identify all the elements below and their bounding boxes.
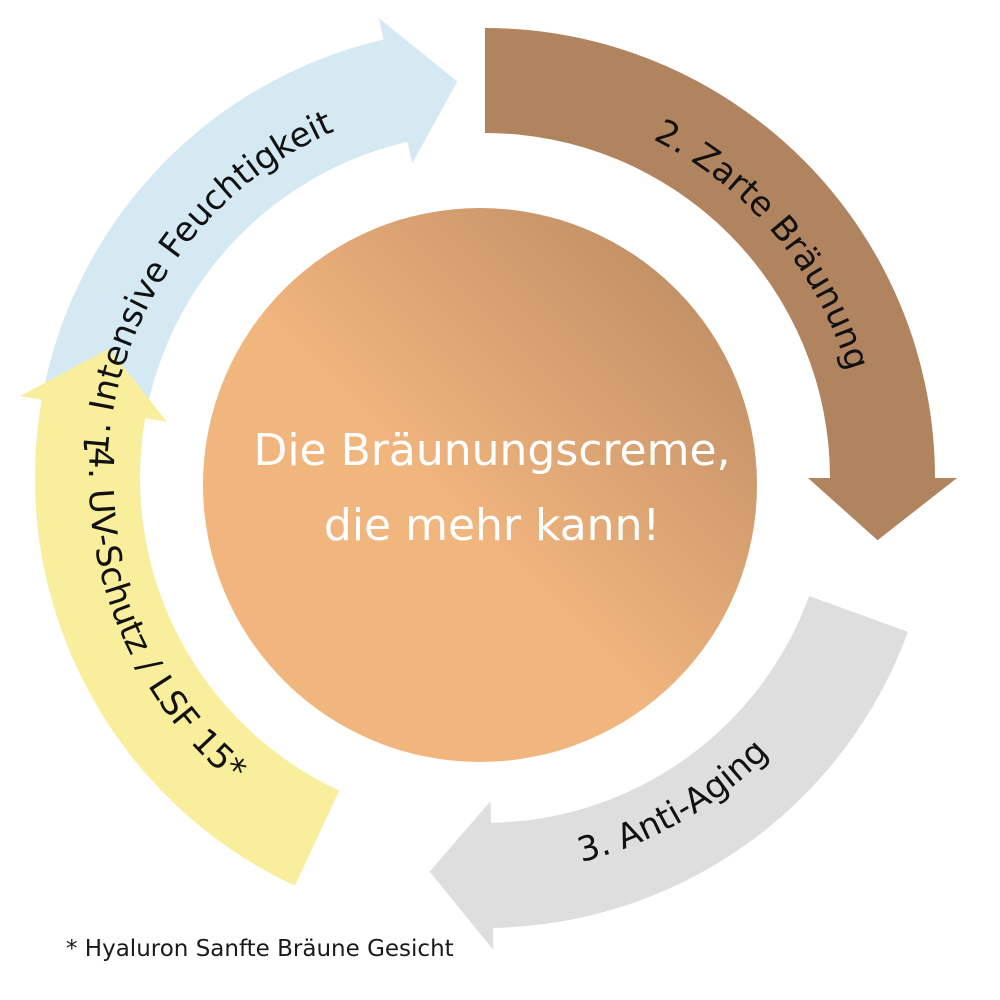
center-circle bbox=[203, 208, 757, 762]
center-title-line1: Die Bräunungscreme, bbox=[253, 425, 730, 476]
segment-arrow-tan bbox=[485, 28, 957, 541]
segment-arrow-uv bbox=[20, 348, 340, 886]
segment-arrow-antiaging bbox=[429, 596, 908, 950]
footnote: * Hyaluron Sanfte Bräune Gesicht bbox=[66, 936, 454, 962]
center-title-line2: die mehr kann! bbox=[324, 500, 660, 551]
